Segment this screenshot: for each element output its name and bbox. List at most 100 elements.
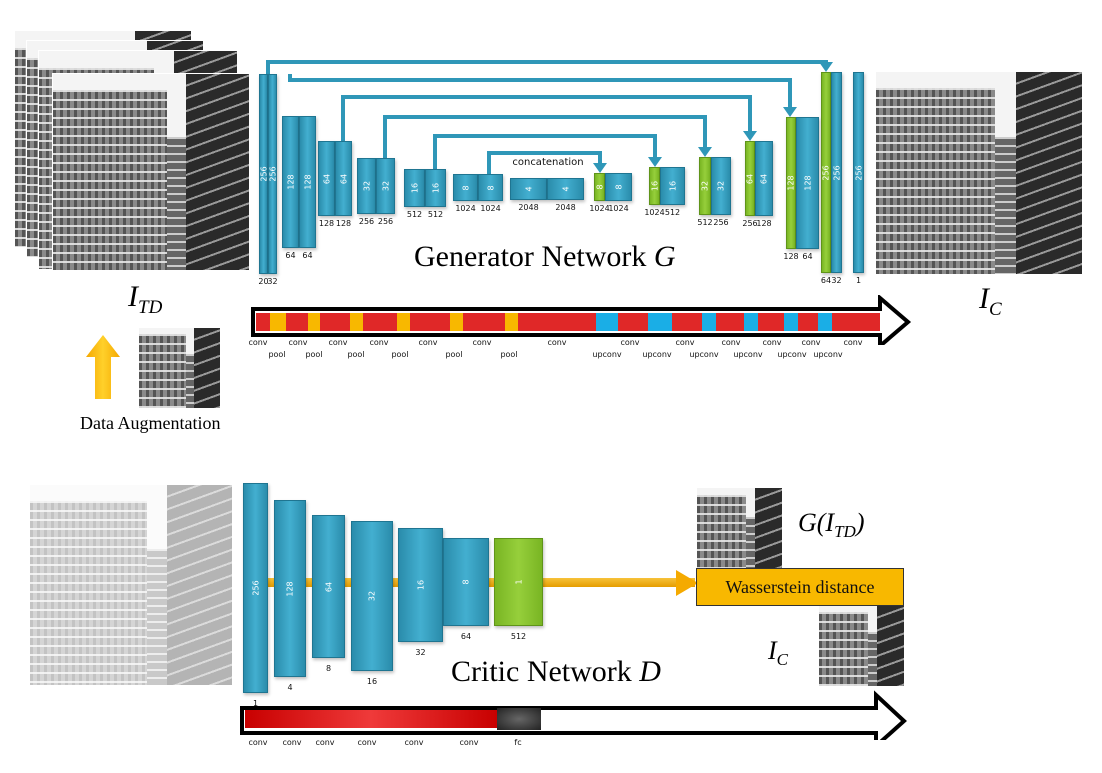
layer-segment-conv <box>286 313 308 331</box>
layer-segment-pool <box>308 313 320 331</box>
encoder-block: 64 <box>335 141 352 216</box>
encoder-filter-label: 128 <box>335 219 352 228</box>
decoder-block: 16 <box>660 167 685 205</box>
skip-connections <box>266 60 833 174</box>
generator-title-text: Generator Network <box>414 240 647 273</box>
encoder-filter-label: 128 <box>318 219 335 228</box>
clean-label-main: I <box>768 636 777 665</box>
input-label-sub: TD <box>138 297 163 318</box>
decoder-filter-label: 128 <box>756 219 772 228</box>
building-left <box>53 89 167 270</box>
bar-label-bottom: pool <box>445 350 463 359</box>
encoder-filter-label: 512 <box>427 210 444 219</box>
critic-block: 128 <box>274 500 306 677</box>
critic-bar-label: conv <box>248 738 268 747</box>
critic-filter-label: 1 <box>252 699 259 708</box>
building-left <box>819 612 869 686</box>
encoder-block-channels: 8 <box>461 184 470 191</box>
decoder-block-channels: 64 <box>759 173 769 184</box>
decoder-filter-label: 1024 <box>608 204 629 213</box>
bar-label-bottom: pool <box>391 350 409 359</box>
bar-label-top: conv <box>675 338 695 347</box>
decoder-block-channels: 64 <box>745 173 755 184</box>
decoder-block: 64 <box>755 141 773 216</box>
bar-label-top: conv <box>843 338 863 347</box>
encoder-filter-label: 1024 <box>480 204 501 213</box>
clean-image <box>819 606 904 686</box>
generated-label: G(ITD) <box>798 508 865 542</box>
skip-arrowhead-icon <box>593 163 607 173</box>
generated-image <box>697 488 782 578</box>
critic-title-var: D <box>639 655 661 688</box>
decoder-filter-label: 256 <box>713 218 729 227</box>
encoder-block-channels: 256 <box>268 166 277 182</box>
decoder-block: 256 <box>821 72 831 273</box>
critic-block-channels: 64 <box>324 581 333 592</box>
encoder-block-channels: 64 <box>322 173 331 184</box>
encoder-filter-label: 2048 <box>555 203 576 212</box>
encoder-filter-label: 512 <box>406 210 423 219</box>
critic-bar-label: conv <box>282 738 302 747</box>
encoder-block: 256 <box>259 74 268 274</box>
bar-label-top: conv <box>418 338 438 347</box>
bar-label-bottom: upconv <box>813 350 843 359</box>
critic-bar-label: conv <box>315 738 335 747</box>
critic-block: 32 <box>351 521 393 671</box>
skip-arrowhead-icon <box>819 62 833 72</box>
critic-bar-label: fc <box>514 738 522 747</box>
building-left <box>30 501 148 685</box>
critic-filter-label: 16 <box>366 677 378 686</box>
encoder-block-channels: 4 <box>561 186 570 192</box>
decoder-block-channels: 32 <box>700 180 710 192</box>
encoder-block: 32 <box>357 158 376 214</box>
layer-segment-conv <box>256 313 270 331</box>
decoder-block: 8 <box>605 173 632 201</box>
skip-connection-line <box>341 95 752 141</box>
skip-connection-line <box>383 115 707 158</box>
layer-segment-upconv <box>702 313 716 331</box>
decoder-block-channels: 256 <box>854 164 863 181</box>
decoder-block: 256 <box>831 72 842 273</box>
building-right <box>876 606 904 686</box>
decoder-filter-label: 128 <box>783 252 799 261</box>
skip-arrowhead-icon <box>698 147 712 157</box>
decoder-block-channels: 128 <box>786 175 796 191</box>
encoder-block: 8 <box>478 174 503 201</box>
encoder-filter-label: 2048 <box>518 203 539 212</box>
layer-segment-pool <box>350 313 363 331</box>
encoder-filter-label: 32 <box>267 277 278 286</box>
critic-filter-label: 4 <box>287 683 293 692</box>
wasserstein-distance-label: Wasserstein distance <box>725 576 875 597</box>
decoder-filter-label: 512 <box>664 208 681 217</box>
decoder-block: 256 <box>853 72 864 273</box>
bar-label-top: conv <box>328 338 348 347</box>
layer-segment-conv <box>716 313 744 331</box>
critic-filter-label: 8 <box>325 664 332 673</box>
encoder-block-channels: 32 <box>381 180 390 192</box>
bar-label-top: conv <box>472 338 492 347</box>
skip-arrowhead-icon <box>743 131 757 141</box>
building-middle <box>147 549 168 685</box>
encoder-block-channels: 128 <box>286 174 295 190</box>
encoder-block-channels: 64 <box>339 173 348 184</box>
bar-label-top: conv <box>762 338 782 347</box>
input-image <box>52 73 250 271</box>
bar-label-bottom: upconv <box>733 350 763 359</box>
critic-block-channels: 8 <box>461 579 471 585</box>
layer-segment-conv <box>798 313 818 331</box>
bar-label-bottom: pool <box>268 350 286 359</box>
decoder-block-channels: 32 <box>716 180 726 192</box>
augmented-sample-image <box>139 328 220 408</box>
decoder-filter-label: 1024 <box>644 208 665 217</box>
decoder-block-channels: 256 <box>821 164 831 181</box>
generator-title: Generator Network G <box>414 240 676 274</box>
skip-arrowhead-icon <box>783 107 797 117</box>
building-right <box>167 485 232 685</box>
clean-label-sub: C <box>776 650 789 670</box>
concatenation-label: concatenation <box>512 157 584 168</box>
critic-block-channels: 256 <box>251 580 260 596</box>
layer-segment-conv <box>832 313 880 331</box>
layer-segment-conv <box>363 313 397 331</box>
critic-input-image <box>30 485 232 685</box>
